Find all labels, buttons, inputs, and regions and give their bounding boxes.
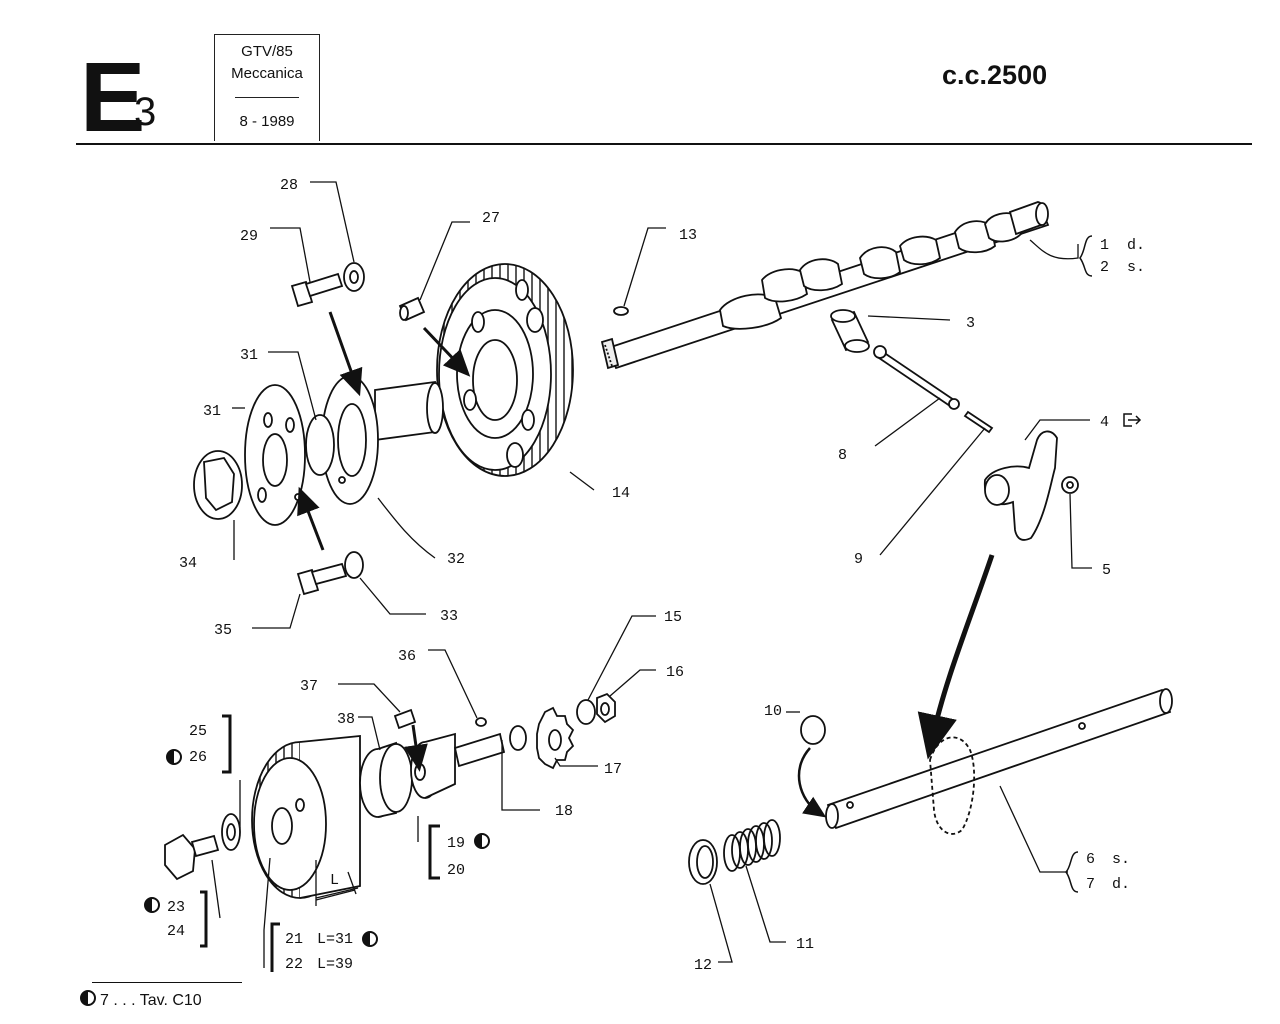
callout-29: 29 <box>240 228 258 245</box>
callout-37: 37 <box>300 678 318 695</box>
callout-14: 14 <box>612 485 630 502</box>
crank-bolt <box>164 833 220 881</box>
callout-25: 25 <box>189 723 207 740</box>
title-block: GTV/85 Meccanica 8 - 1989 <box>214 34 320 141</box>
auxiliary-drive-shaft <box>410 732 506 799</box>
callout-35: 35 <box>214 622 232 639</box>
callout-2-suffix: s. <box>1127 259 1145 276</box>
callout-4: 4 <box>1100 414 1109 431</box>
callout-24: 24 <box>167 923 185 940</box>
title-block-divider <box>235 97 299 98</box>
leader-lines <box>211 181 1092 968</box>
lock-washer <box>576 699 596 725</box>
gear-hub <box>321 375 444 505</box>
rocker-shaft <box>825 688 1173 835</box>
arrow-reference-icon <box>1123 413 1142 427</box>
length-dimension <box>315 887 359 899</box>
seal-ring <box>305 414 335 476</box>
footer-reference: 7 . . . Tav. C10 <box>100 992 202 1009</box>
callout-2: 2 <box>1100 259 1109 276</box>
callout-21-length: L=31 <box>317 931 353 948</box>
callout-10: 10 <box>764 703 782 720</box>
half-filled-circle-icon <box>144 749 490 947</box>
callout-38: 38 <box>337 711 355 728</box>
callout-33: 33 <box>440 608 458 625</box>
category-label: Meccanica <box>231 65 303 82</box>
spacer-collar <box>359 741 413 818</box>
callout-11: 11 <box>796 936 814 953</box>
callout-23: 23 <box>167 899 185 916</box>
camshaft-timing-gear <box>436 263 574 477</box>
washer-upper-hole <box>349 270 359 284</box>
header-rule <box>76 143 1252 145</box>
dimension-L-label: L <box>330 872 339 889</box>
callout-26: 26 <box>189 749 207 766</box>
callout-28: 28 <box>280 177 298 194</box>
coil-spring <box>723 819 781 872</box>
callout-13: 13 <box>679 227 697 244</box>
tappet-bucket <box>830 309 870 353</box>
rocker-pin <box>963 410 994 434</box>
hex-bolt-large <box>193 450 243 520</box>
camshaft <box>600 201 1050 370</box>
footer-note: 7 . . . Tav. C10 <box>80 990 202 1010</box>
date-label: 8 - 1989 <box>239 113 295 130</box>
shaft-washer <box>509 725 527 751</box>
callout-34: 34 <box>179 555 197 572</box>
callout-22-length: L=39 <box>317 956 353 973</box>
callout-19: 19 <box>447 835 465 852</box>
callout-3: 3 <box>966 315 975 332</box>
half-filled-circle-icon <box>80 990 96 1006</box>
callout-31a: 31 <box>240 347 258 364</box>
callout-6: 6 <box>1086 851 1095 868</box>
footer-rule <box>92 982 242 983</box>
callout-17: 17 <box>604 761 622 778</box>
callout-9: 9 <box>854 551 863 568</box>
spring-seat-ring-hole <box>696 845 714 879</box>
rocker-arm <box>984 430 1058 541</box>
callout-7: 7 <box>1086 876 1095 893</box>
shaft-key <box>475 717 487 727</box>
crankshaft-timing-gear <box>251 735 361 899</box>
section-letter: E <box>80 42 145 152</box>
callout-15: 15 <box>664 609 682 626</box>
callout-8: 8 <box>838 447 847 464</box>
model-label: GTV/85 <box>241 43 293 60</box>
shaft-nut <box>596 692 616 724</box>
callout-18: 18 <box>555 803 573 820</box>
callout-1-suffix: d. <box>1127 237 1145 254</box>
callout-7-suffix: d. <box>1112 876 1130 893</box>
small-nut <box>1061 476 1079 494</box>
callout-1: 1 <box>1100 237 1109 254</box>
small-sprocket <box>536 706 575 770</box>
callout-36: 36 <box>398 648 416 665</box>
section-number: 3 <box>134 90 157 134</box>
callout-21: 21 <box>285 931 303 948</box>
retaining-plate <box>244 384 306 526</box>
callout-22: 22 <box>285 956 303 973</box>
callout-32: 32 <box>447 551 465 568</box>
washer-lower <box>344 551 364 579</box>
bolt-lower <box>296 562 348 596</box>
callout-20: 20 <box>447 862 465 879</box>
assembly-arrows <box>297 311 995 818</box>
drive-pin <box>393 708 417 730</box>
callout-27: 27 <box>482 210 500 227</box>
gear-washer-hole <box>226 823 236 841</box>
callout-5: 5 <box>1102 562 1111 579</box>
callout-12: 12 <box>694 957 712 974</box>
dowel-pin <box>398 296 426 322</box>
callout-31b: 31 <box>203 403 221 420</box>
push-rod <box>873 345 960 410</box>
shaft-plug <box>800 715 826 745</box>
callout-6-suffix: s. <box>1112 851 1130 868</box>
displacement-label: c.c.2500 <box>942 60 1048 90</box>
callout-16: 16 <box>666 664 684 681</box>
bolt-upper <box>290 272 344 308</box>
group-brackets <box>200 235 1093 972</box>
woodruff-key <box>613 306 629 316</box>
